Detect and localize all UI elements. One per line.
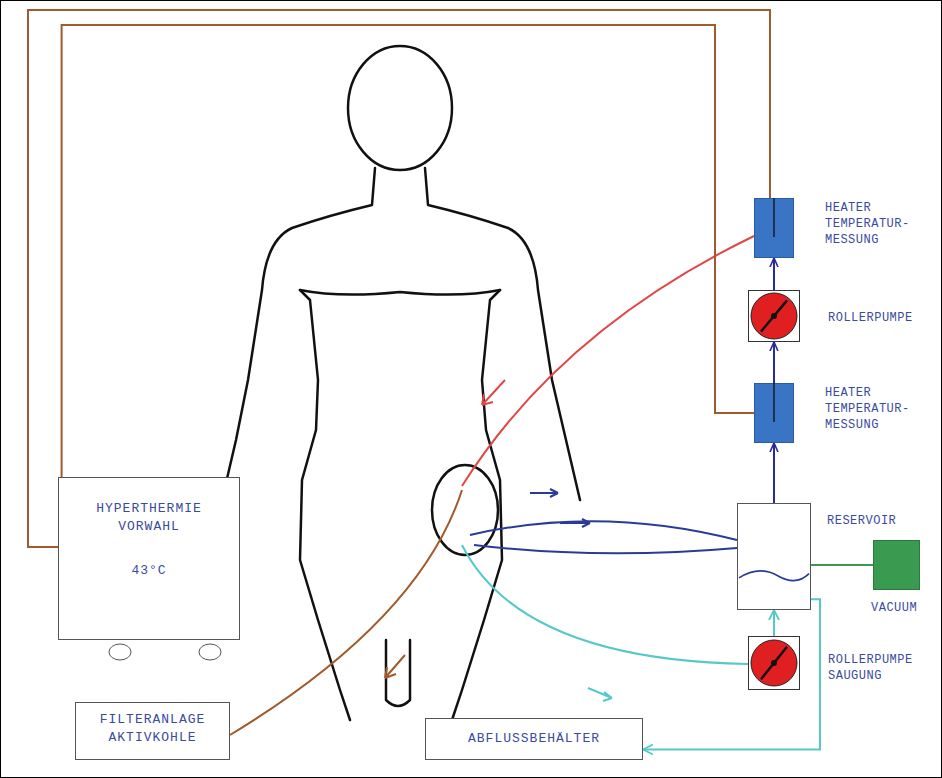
heater-unit: HEATER TEMPERATUR- MESSUNG [754, 198, 794, 258]
temperature-value: 43°C [131, 562, 166, 580]
device-box: FILTERANLAGE AKTIVKOHLE [75, 702, 230, 760]
pump-unit: ROLLERPUMPE [748, 290, 800, 342]
unit-label: HEATER TEMPERATUR- MESSUNG [825, 200, 917, 249]
flow-connector [811, 564, 873, 566]
pump-shape [748, 636, 800, 690]
flow-connector [773, 443, 775, 503]
flow-connector [643, 599, 820, 749]
unit-label: RESERVOIR [827, 513, 919, 529]
unit-label: VACUUM [871, 600, 931, 616]
unit-label: ROLLERPUMPE SAUGUNG [828, 652, 920, 684]
flow-connector [773, 342, 775, 383]
flow-connector [62, 25, 754, 477]
res-shape [737, 503, 811, 610]
heater-shape [754, 383, 794, 443]
heater-unit: HEATER TEMPERATUR- MESSUNG [754, 383, 794, 443]
device-box: ABFLUSSBEHÄLTER [425, 718, 643, 760]
vac-unit: VACUUM [873, 540, 920, 590]
flow-connector [773, 610, 775, 636]
pump-unit: ROLLERPUMPE SAUGUNG [748, 636, 800, 690]
flow-connector [28, 10, 770, 547]
box-title: ABFLUSSBEHÄLTER [468, 730, 600, 748]
device-box: HYPERTHERMIE VORWAHL 43°C [58, 477, 240, 640]
box-title: FILTERANLAGE AKTIVKOHLE [93, 711, 212, 747]
vac-shape [873, 540, 920, 590]
heater-shape [754, 198, 794, 258]
box-title: HYPERTHERMIE VORWAHL [76, 500, 222, 536]
flow-connector [773, 258, 775, 290]
unit-label: ROLLERPUMPE [828, 310, 920, 326]
pump-shape [748, 290, 800, 342]
res-unit: RESERVOIR [737, 503, 811, 610]
unit-label: HEATER TEMPERATUR- MESSUNG [825, 385, 917, 434]
